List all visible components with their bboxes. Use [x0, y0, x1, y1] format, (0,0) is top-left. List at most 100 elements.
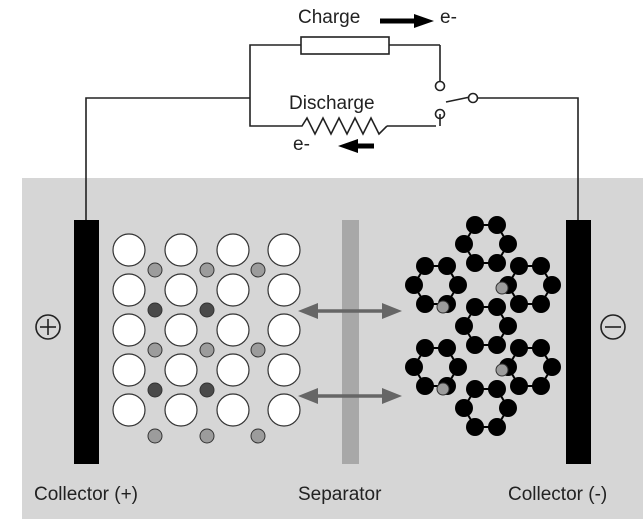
electron-label-charge: e-	[440, 7, 457, 28]
graphite-atom	[455, 235, 473, 253]
oxide-atom	[112, 393, 146, 427]
oxide-atom	[164, 273, 198, 307]
lithium-ion	[199, 382, 215, 398]
graphite-atom	[488, 298, 506, 316]
ion-arrow-upper	[298, 303, 402, 319]
discharge-label: Discharge	[289, 93, 375, 114]
oxide-atom	[112, 313, 146, 347]
lithium-ion	[495, 281, 509, 295]
graphite-atom	[499, 235, 517, 253]
oxide-atom	[267, 393, 301, 427]
oxide-atom	[267, 313, 301, 347]
graphite-atom	[466, 216, 484, 234]
lithium-ion	[199, 302, 215, 318]
collector-positive	[74, 220, 99, 464]
charge-resistor	[300, 36, 390, 55]
graphite-atom	[499, 317, 517, 335]
lithium-ion	[147, 262, 163, 278]
ion-arrow-lower	[298, 388, 402, 404]
oxide-atom	[164, 393, 198, 427]
wire-discharge-branch	[249, 98, 290, 127]
lithium-ion	[250, 262, 266, 278]
collector-negative-label: Collector (-)	[508, 484, 608, 505]
graphite-atom	[438, 339, 456, 357]
graphite-atom	[510, 295, 528, 313]
lithium-ion	[250, 428, 266, 444]
cathode-lattice	[112, 233, 301, 444]
graphite-atom	[405, 276, 423, 294]
oxide-atom	[216, 353, 250, 387]
graphite-atom	[416, 257, 434, 275]
external-circuit	[85, 44, 579, 222]
graphite-atom	[488, 216, 506, 234]
wire-right	[478, 97, 579, 222]
oxide-atom	[164, 233, 198, 267]
graphite-atom	[416, 339, 434, 357]
collector-negative	[566, 220, 591, 464]
wire-charge-branch	[249, 44, 301, 98]
graphite-atom	[488, 380, 506, 398]
graphite-atom	[532, 339, 550, 357]
graphite-atom	[455, 399, 473, 417]
oxide-atom	[216, 313, 250, 347]
oxide-atom	[164, 313, 198, 347]
graphite-atom	[510, 257, 528, 275]
lithium-ion	[250, 342, 266, 358]
lithium-ion	[199, 428, 215, 444]
oxide-atom	[112, 273, 146, 307]
wire-left	[85, 97, 250, 222]
negative-sign-icon	[600, 314, 626, 340]
graphite-atom	[488, 336, 506, 354]
graphite-atom	[543, 358, 561, 376]
oxide-atom	[112, 233, 146, 267]
lithium-ion	[199, 342, 215, 358]
lithium-ion	[147, 382, 163, 398]
graphite-atom	[449, 358, 467, 376]
graphite-atom	[416, 377, 434, 395]
lithium-ion	[436, 382, 450, 396]
switch-contact-charge	[434, 80, 446, 92]
graphite-atom	[466, 380, 484, 398]
switch-pivot	[467, 92, 479, 104]
graphite-atom	[466, 418, 484, 436]
graphite-atom	[416, 295, 434, 313]
oxide-atom	[164, 353, 198, 387]
oxide-atom	[112, 353, 146, 387]
graphite-atom	[466, 336, 484, 354]
lithium-ion	[495, 363, 509, 377]
graphite-atom	[438, 257, 456, 275]
lithium-ion	[147, 428, 163, 444]
graphite-atom	[449, 276, 467, 294]
lithium-ion	[436, 300, 450, 314]
graphite-atom	[455, 317, 473, 335]
graphite-atom	[532, 377, 550, 395]
charge-electron-arrow	[380, 14, 434, 28]
graphite-atom	[510, 339, 528, 357]
oxide-atom	[267, 353, 301, 387]
separator-label: Separator	[298, 484, 382, 505]
graphite-atom	[532, 295, 550, 313]
graphite-atom	[488, 418, 506, 436]
positive-sign-icon	[35, 314, 61, 340]
discharge-electron-arrow	[338, 139, 374, 153]
graphite-atom	[532, 257, 550, 275]
graphite-atom	[466, 298, 484, 316]
graphite-atom	[510, 377, 528, 395]
lithium-ion	[147, 342, 163, 358]
switch-blade	[445, 96, 471, 103]
graphite-atom	[466, 254, 484, 272]
electron-label-discharge: e-	[293, 134, 310, 155]
separator	[342, 220, 359, 464]
lithium-ion	[147, 302, 163, 318]
oxide-atom	[267, 233, 301, 267]
graphite-atom	[488, 254, 506, 272]
oxide-atom	[216, 393, 250, 427]
graphite-atom	[543, 276, 561, 294]
oxide-atom	[216, 273, 250, 307]
oxide-atom	[267, 273, 301, 307]
anode-graphite-lattice	[405, 216, 561, 436]
oxide-atom	[216, 233, 250, 267]
graphite-atom	[499, 399, 517, 417]
charge-label: Charge	[298, 7, 361, 28]
